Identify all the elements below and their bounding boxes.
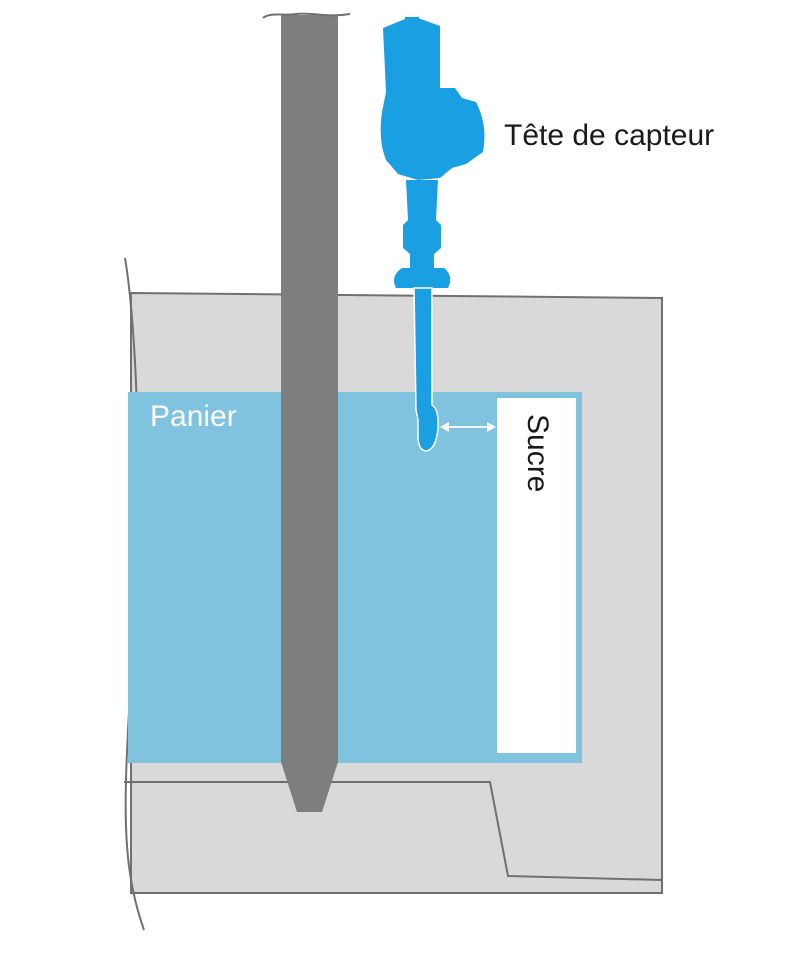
shaft xyxy=(262,12,351,812)
sensor-neck xyxy=(403,180,441,268)
shaft-top-break xyxy=(262,12,351,19)
arrow-head-left xyxy=(440,422,449,432)
sensor xyxy=(380,17,485,452)
basket-label: Panier xyxy=(150,400,237,433)
shaft-tip xyxy=(281,762,338,812)
sugar-block xyxy=(497,398,576,753)
sensor-head-label: Tête de capteur xyxy=(504,119,714,152)
sugar-label: Sucre xyxy=(521,414,554,492)
arrow-head-right xyxy=(487,422,496,432)
sensor-head xyxy=(380,18,485,180)
distance-arrow xyxy=(440,422,496,432)
sensor-head-cap xyxy=(405,17,419,23)
sensor-flange xyxy=(394,268,451,288)
sensor-probe xyxy=(413,287,439,452)
shaft-body xyxy=(281,15,338,763)
